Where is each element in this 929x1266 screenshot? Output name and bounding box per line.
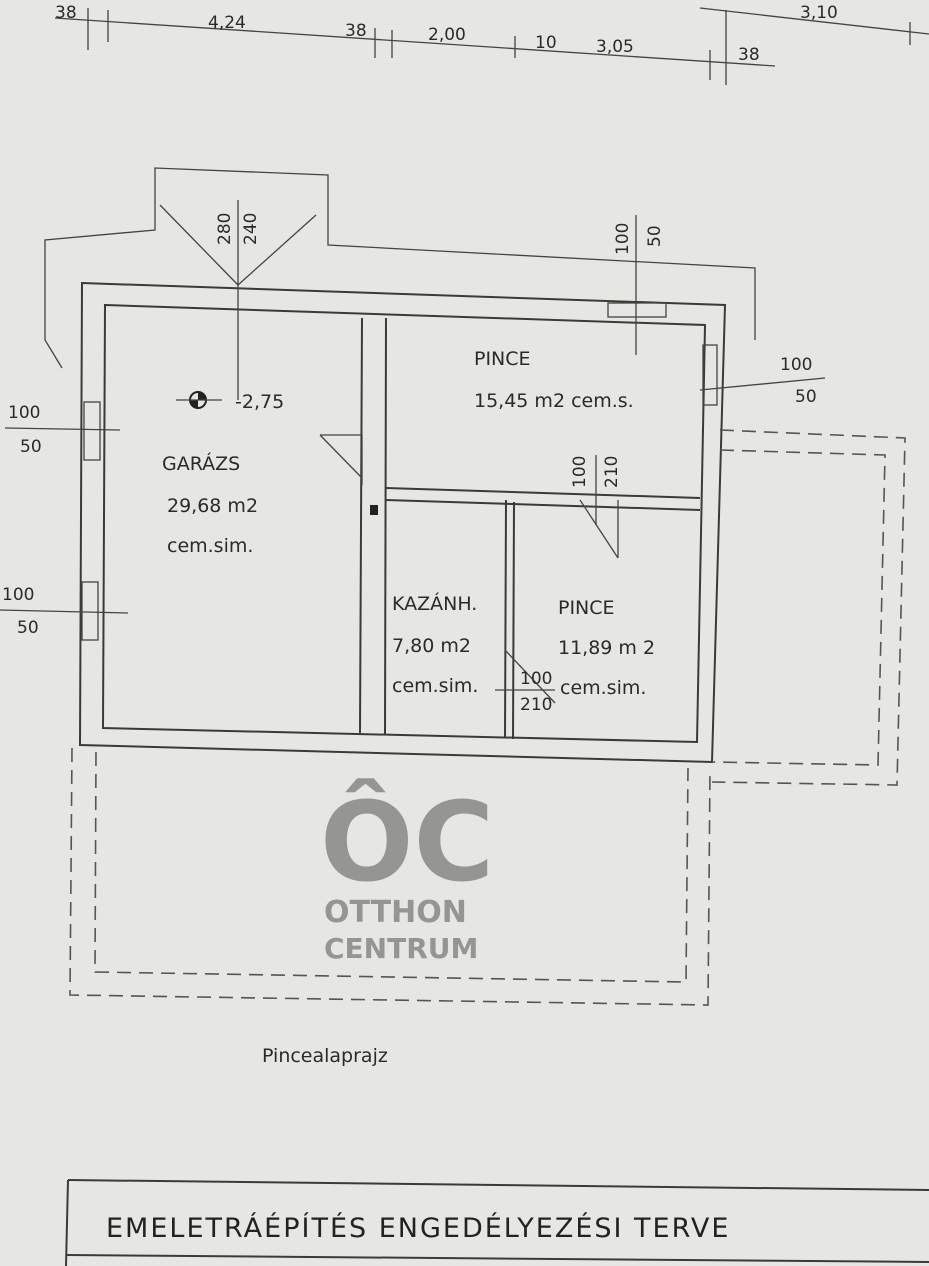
room-name-pince-1: PINCE (474, 348, 531, 370)
window-label: 100 (780, 355, 812, 375)
svg-text:OTTHON: OTTHON (324, 895, 467, 930)
svg-text:ÔC: ÔC (320, 778, 494, 906)
walls (78, 281, 727, 764)
garage-door (159, 200, 317, 400)
room-name-kazanh: KAZÁNH. (392, 592, 477, 615)
dim-38-c: 38 (738, 45, 760, 65)
dim-38-b: 38 (345, 21, 367, 41)
plan-caption: Pincealaprajz (262, 1045, 388, 1067)
room-area-pince-1: 15,45 m2 cem.s. (474, 390, 634, 412)
window-label: 100 (8, 403, 40, 423)
room-area-pince-2: 11,89 m 2 (558, 637, 655, 659)
title-block-frame (65, 1179, 929, 1266)
dim-38-a: 38 (55, 3, 77, 23)
window-garage-lower (81, 581, 99, 641)
title-block-text: EMELETRÁÉPÍTÉS ENGEDÉLYEZÉSI TERVE (106, 1212, 730, 1244)
dim-424: 4,24 (208, 13, 246, 33)
upper-floor-outline (44, 167, 756, 369)
window-label: 50 (645, 225, 665, 247)
dim-305: 3,05 (596, 37, 634, 57)
door-label: 210 (602, 456, 622, 488)
door-label: 100 (520, 669, 552, 689)
room-name-garazs: GARÁZS (162, 452, 240, 475)
chimney-icon (370, 505, 378, 515)
room-name-pince-2: PINCE (558, 597, 615, 619)
garage-door-width: 280 (215, 213, 235, 245)
room-area-kazanh: 7,80 m2 (392, 635, 471, 657)
door-garage-pince (320, 434, 363, 485)
window-label: 50 (20, 437, 42, 457)
svg-text:CENTRUM: CENTRUM (324, 932, 478, 965)
room-floor-pince-2: cem.sim. (560, 677, 646, 699)
level-mark: -2,75 (235, 391, 284, 413)
window-label: 50 (17, 618, 39, 638)
window-label: 100 (2, 585, 34, 605)
window-pince-top (607, 302, 667, 318)
dim-310: 3,10 (800, 3, 838, 23)
dim-200: 2,00 (428, 25, 466, 45)
door-label: 100 (570, 456, 590, 488)
window-pince-right (702, 344, 718, 406)
terrace-outlines (69, 429, 906, 1006)
door-label: 210 (520, 695, 552, 715)
window-label: 50 (795, 387, 817, 407)
room-area-garazs: 29,68 m2 (167, 495, 258, 517)
dimension-lines (54, 7, 929, 85)
window-garage-upper (83, 401, 101, 461)
level-marker-icon (176, 391, 222, 409)
dim-10: 10 (535, 33, 557, 53)
window-label: 100 (613, 223, 633, 255)
room-floor-garazs: cem.sim. (167, 535, 253, 557)
room-floor-kazanh: cem.sim. (392, 675, 478, 697)
garage-door-height: 240 (241, 213, 261, 245)
watermark-logo: ÔC OTTHON CENTRUM (320, 778, 494, 965)
